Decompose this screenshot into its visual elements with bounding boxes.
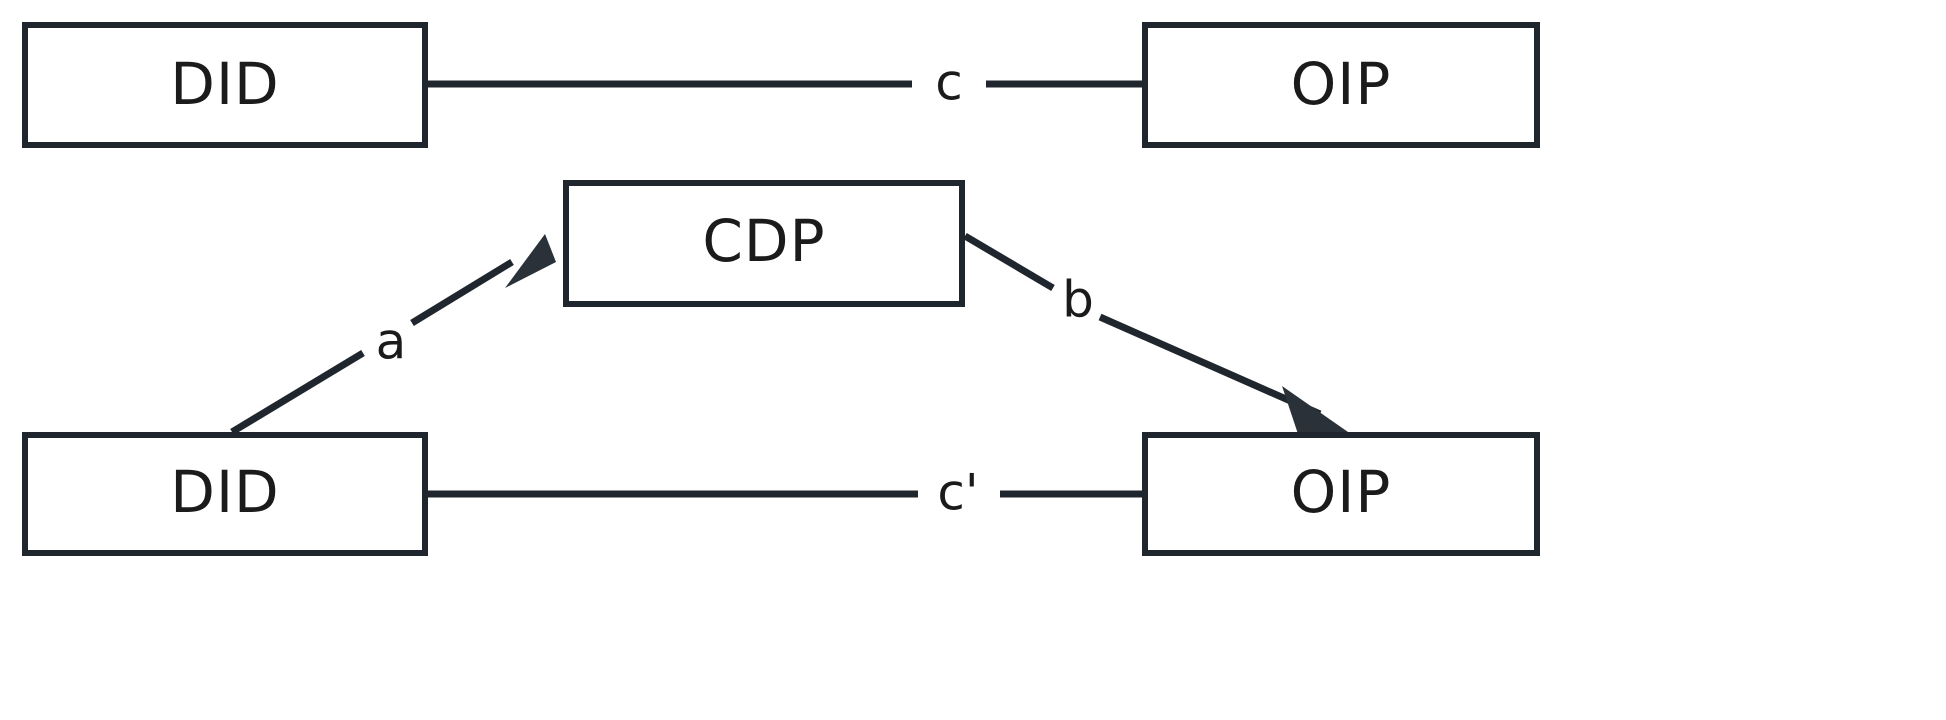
edge-b-label: b — [1062, 271, 1094, 329]
node-oip-top-label: OIP — [1291, 50, 1392, 118]
node-oip-top[interactable] — [1142, 22, 1540, 148]
edge-b-line-upper — [963, 232, 1055, 292]
edge-b-arrowhead — [1282, 386, 1348, 440]
bottom-panel-group: a b c' CDP DID OIP — [22, 180, 1540, 556]
edge-a-arrowhead — [505, 234, 556, 288]
top-panel-group: c DID OIP — [22, 22, 1540, 148]
node-oip-bottom[interactable] — [1142, 432, 1540, 556]
edge-cprime-label: c' — [937, 464, 978, 522]
edge-a-line-lower — [230, 350, 365, 435]
node-did-top-label: DID — [170, 50, 279, 118]
node-cdp[interactable] — [563, 180, 965, 307]
node-did-bottom[interactable] — [22, 432, 428, 556]
edge-a-label: a — [376, 313, 407, 371]
edge-a-line-upper — [410, 259, 514, 326]
edge-b-line-lower — [1098, 313, 1322, 418]
node-did-top[interactable] — [22, 22, 428, 148]
node-did-bottom-label: DID — [170, 458, 279, 526]
node-oip-bottom-label: OIP — [1291, 458, 1392, 526]
edge-c-label: c — [935, 54, 963, 112]
node-cdp-label: CDP — [702, 207, 825, 275]
